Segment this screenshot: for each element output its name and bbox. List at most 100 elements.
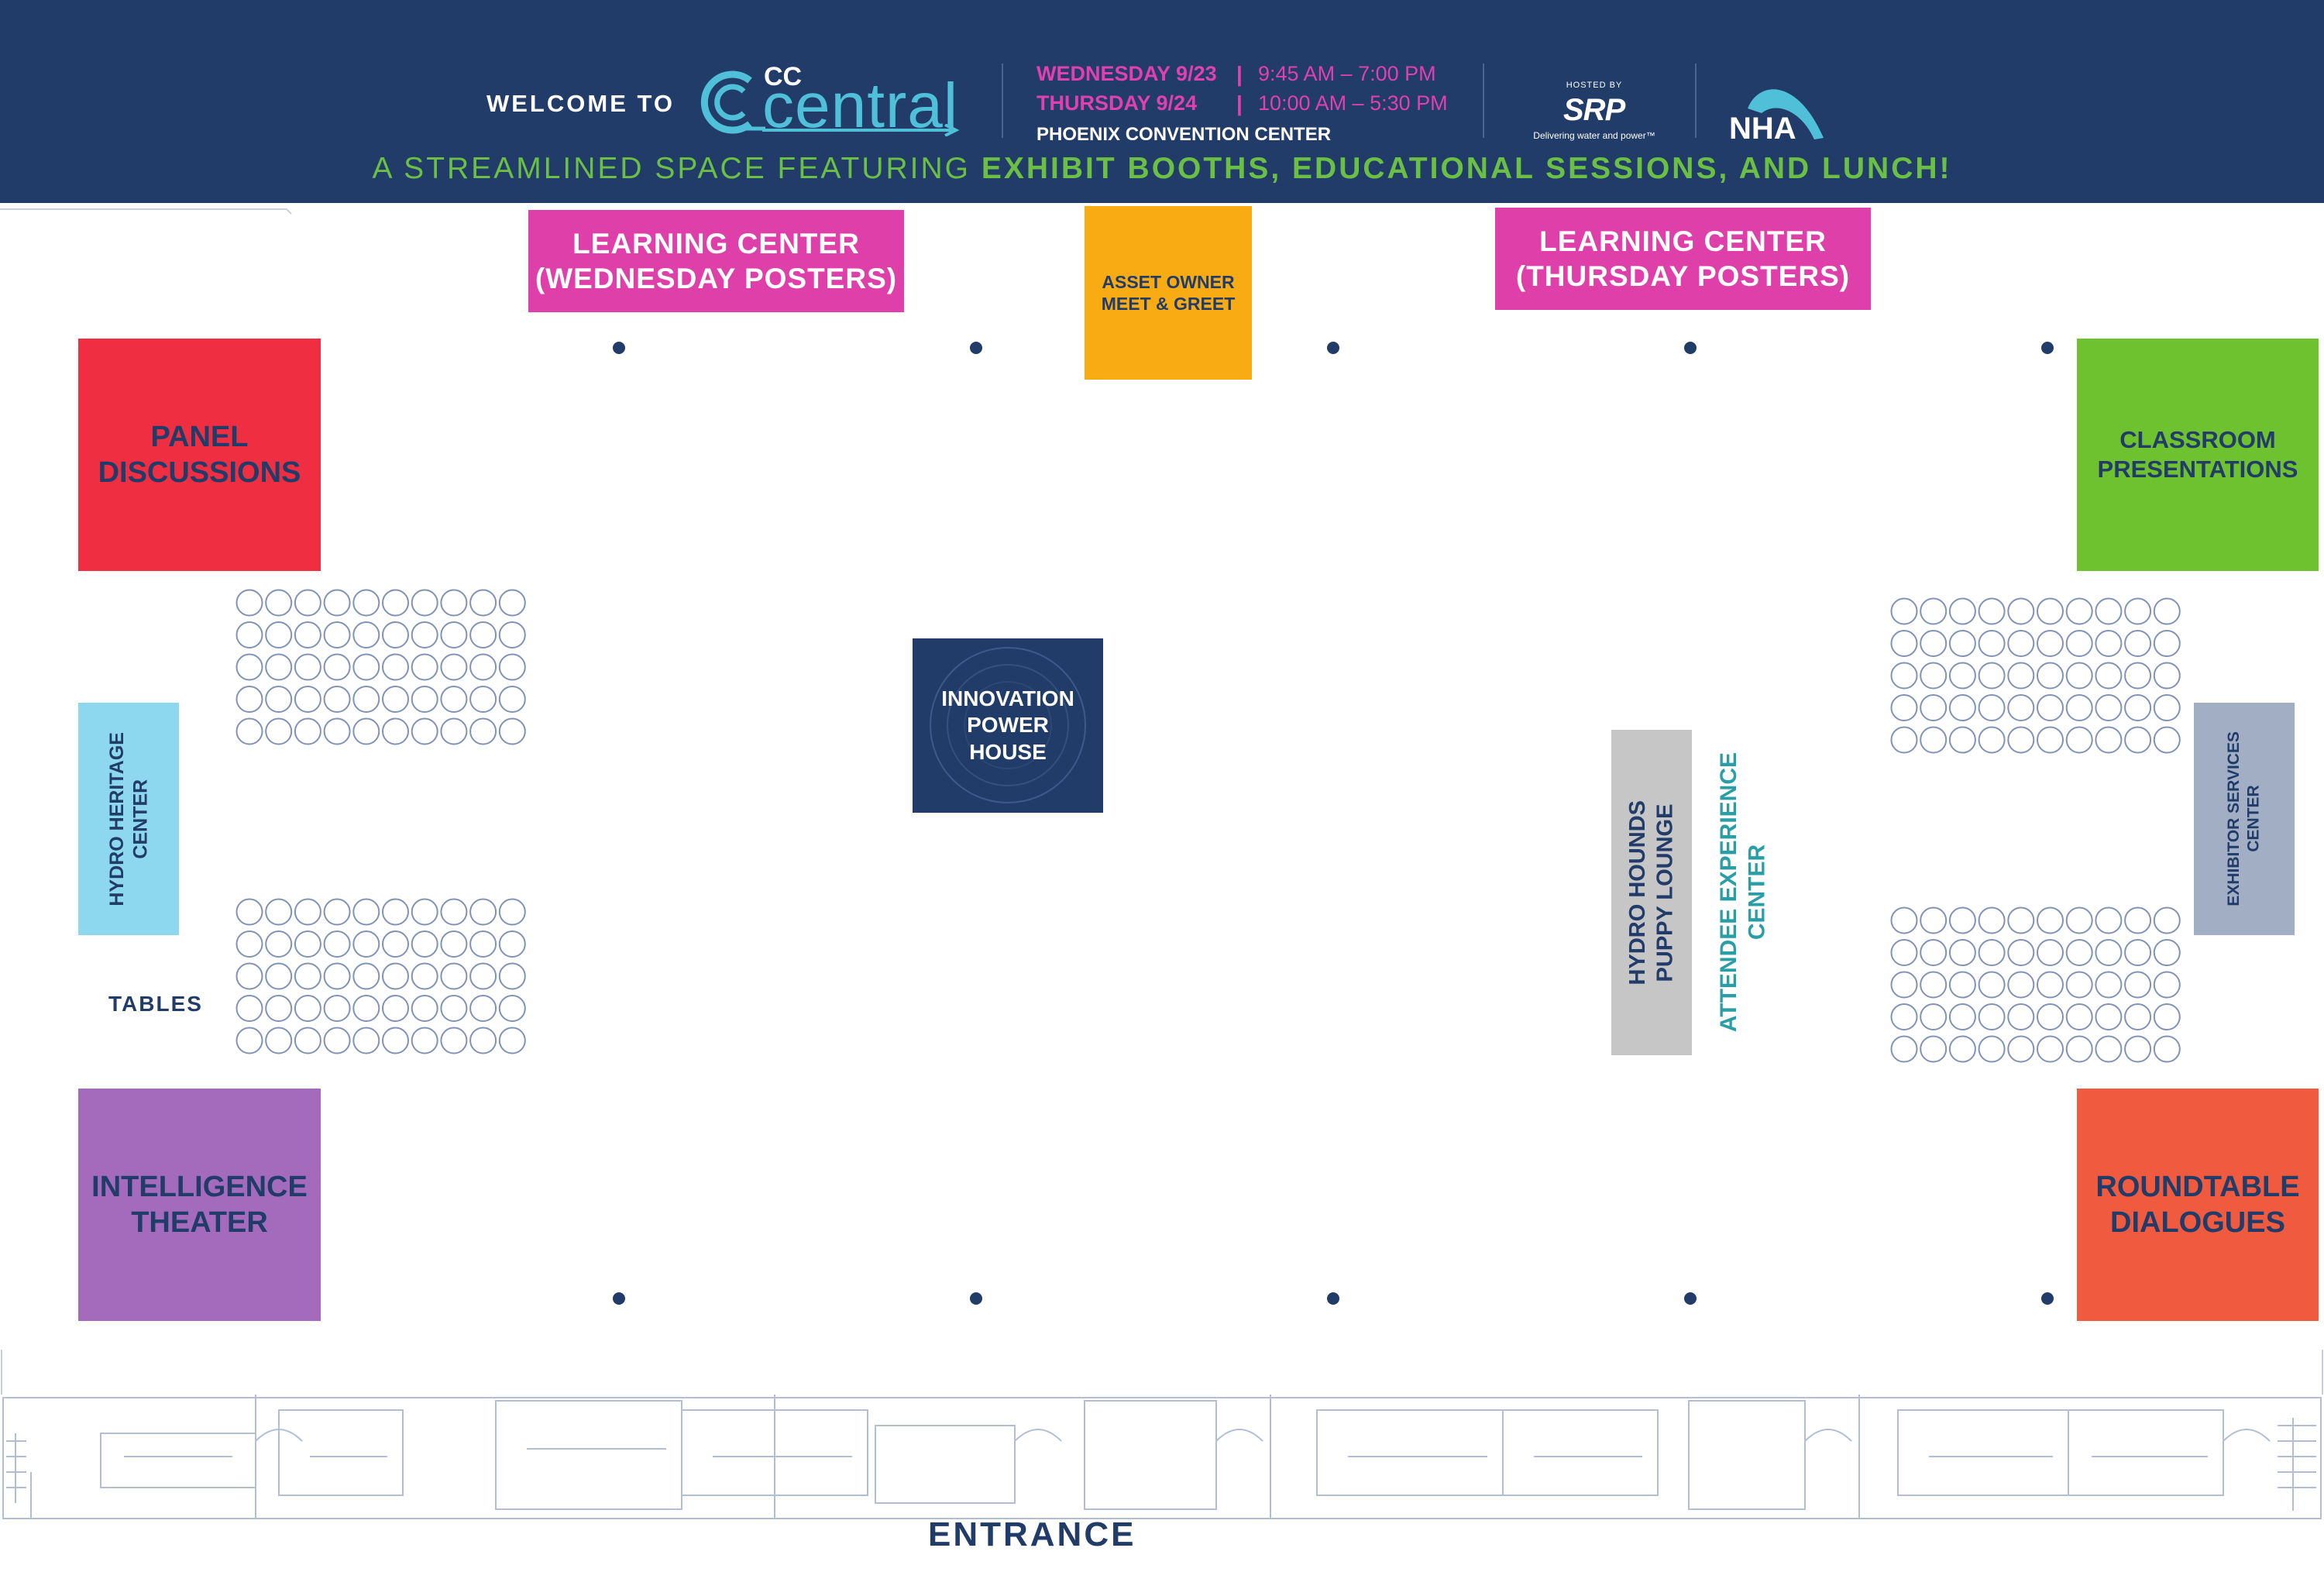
- day1-label: WEDNESDAY 9/23: [1037, 62, 1217, 85]
- table-seat: [352, 962, 380, 990]
- table-seat: [294, 930, 321, 958]
- table-seat: [323, 589, 351, 617]
- table-seat: [382, 589, 409, 617]
- table-seat: [1948, 662, 1976, 690]
- table-seat: [294, 1027, 321, 1054]
- table-seat: [352, 589, 380, 617]
- table-seat: [469, 653, 497, 681]
- table-seat: [323, 930, 351, 958]
- pillar: [970, 1292, 982, 1305]
- table-seat: [323, 686, 351, 713]
- zone-label: EXHIBITOR SERVICES: [2225, 731, 2243, 906]
- seating-area: [235, 589, 2181, 1063]
- table-seat: [2124, 726, 2152, 754]
- table-seat: [498, 653, 526, 681]
- table-seat: [1890, 726, 1918, 754]
- table-seat: [1978, 906, 2006, 934]
- table-seat: [1978, 726, 2006, 754]
- table-seat: [2065, 726, 2093, 754]
- srp-tagline: Delivering water and power™: [1533, 130, 1655, 141]
- table-seat: [2095, 597, 2123, 625]
- table-seat: [2153, 906, 2181, 934]
- logo-central-text: central: [762, 71, 959, 141]
- table-seat: [1920, 694, 1948, 721]
- zone-label: PRESENTATIONS: [2097, 456, 2298, 483]
- table-seat: [2037, 597, 2064, 625]
- table-seat: [411, 898, 438, 926]
- zone-label: LEARNING CENTER: [1539, 225, 1827, 257]
- table-seat: [2007, 662, 2035, 690]
- table-seat: [294, 962, 321, 990]
- table-seat: [294, 621, 321, 648]
- tagline-prefix: A STREAMLINED SPACE FEATURING: [372, 152, 971, 185]
- cc-central-logo: CC central: [696, 62, 960, 141]
- table-seat: [1890, 630, 1918, 657]
- table-seat: [440, 621, 468, 648]
- venue-text: PHOENIX CONVENTION CENTER: [1037, 124, 1332, 145]
- table-seat: [294, 589, 321, 617]
- zone-label: (WEDNESDAY POSTERS): [535, 263, 898, 294]
- table-seat: [352, 995, 380, 1022]
- zone-label: CENTER: [2245, 785, 2263, 853]
- table-seat: [440, 653, 468, 681]
- table-seat: [469, 621, 497, 648]
- table-seat: [265, 589, 293, 617]
- table-seat: [469, 930, 497, 958]
- table-seat: [498, 589, 526, 617]
- table-seat: [2095, 1035, 2123, 1063]
- table-seat: [2065, 694, 2093, 721]
- table-seat: [382, 898, 409, 926]
- table-seat: [1978, 1003, 2006, 1030]
- table-seat: [2007, 1035, 2035, 1063]
- table-seat: [382, 653, 409, 681]
- table-seat: [352, 898, 380, 926]
- logo-arrow-icon: [762, 124, 960, 136]
- table-seat: [323, 995, 351, 1022]
- zone-label: INTELLIGENCE: [91, 1170, 308, 1203]
- table-seat: [1978, 694, 2006, 721]
- learning-center-thursday: LEARNING CENTER(THURSDAY POSTERS): [1495, 208, 1871, 310]
- table-seat: [1920, 630, 1948, 657]
- table-seat: [2124, 630, 2152, 657]
- table-seat: [382, 930, 409, 958]
- table-seat: [1920, 1003, 1948, 1030]
- table-seat: [2153, 662, 2181, 690]
- welcome-text: WELCOME TO: [486, 90, 675, 117]
- table-seat: [2065, 971, 2093, 999]
- table-seat: [1920, 906, 1948, 934]
- table-seat: [2007, 939, 2035, 966]
- pillar: [613, 1292, 625, 1305]
- table-seat: [2095, 726, 2123, 754]
- table-seat: [440, 717, 468, 745]
- table-seat: [382, 717, 409, 745]
- table-seat: [440, 898, 468, 926]
- table-seat: [323, 898, 351, 926]
- table-seat: [1948, 597, 1976, 625]
- table-seat: [2037, 1035, 2064, 1063]
- table-seat: [265, 717, 293, 745]
- pillars: [613, 342, 2054, 1305]
- table-seat: [498, 717, 526, 745]
- table-seat: [2153, 1003, 2181, 1030]
- table-seat: [352, 686, 380, 713]
- table-seat: [2095, 939, 2123, 966]
- table-seat: [235, 962, 263, 990]
- table-seat: [2153, 630, 2181, 657]
- table-seat: [2007, 630, 2035, 657]
- table-seat: [411, 653, 438, 681]
- table-seat: [1948, 1003, 1976, 1030]
- zone-label: MEET & GREET: [1101, 294, 1236, 314]
- day2-hours: 10:00 AM – 5:30 PM: [1258, 91, 1448, 115]
- table-seat: [1948, 1035, 1976, 1063]
- table-seat: [265, 995, 293, 1022]
- table-seat: [440, 686, 468, 713]
- table-seat: [498, 995, 526, 1022]
- zone-label: PUPPY LOUNGE: [1652, 803, 1677, 982]
- table-seat: [1890, 1003, 1918, 1030]
